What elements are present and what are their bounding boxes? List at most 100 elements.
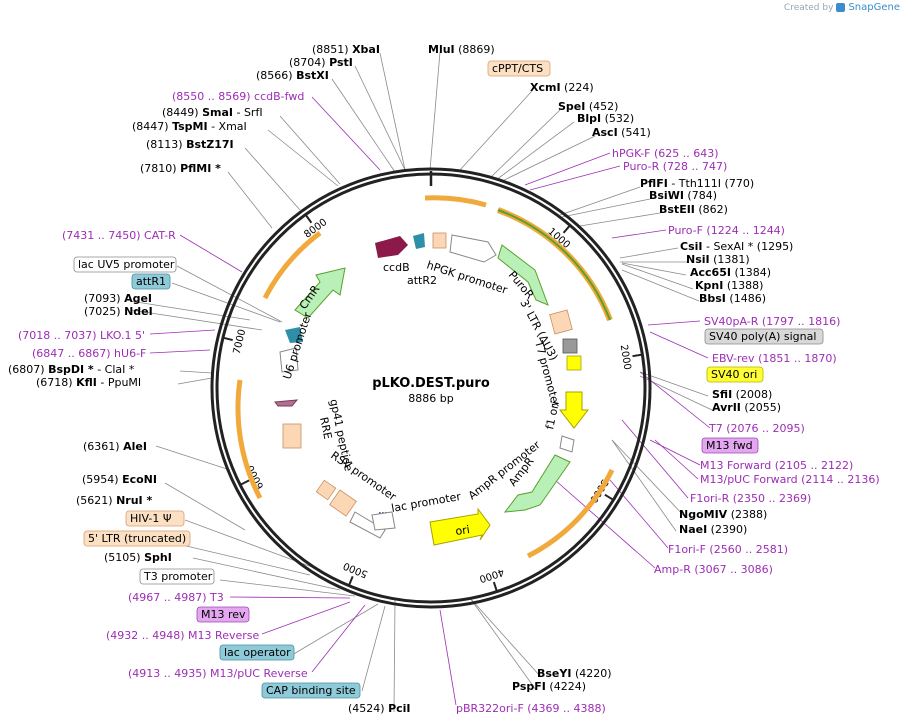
feature-box-label: SV40 ori (711, 368, 757, 381)
enzyme-position: (4224) (546, 680, 586, 693)
label-t7-promoter: T7 promoter (532, 338, 563, 409)
enzyme-position: (7810) (140, 162, 180, 175)
enzyme-name: PciI (388, 702, 410, 715)
enzyme-position: (532) (601, 112, 634, 125)
feature-box-bg (73, 256, 177, 273)
enzyme-site: (6718) KflI - PpuMI (36, 376, 141, 389)
enzyme-site: (8851) XbaI (312, 43, 380, 56)
enzyme-position: - Tth111I (770) (668, 177, 754, 190)
primer-label: F1ori-F (2560 .. 2581) (668, 543, 788, 556)
enzyme-position: - PpuMI (97, 376, 141, 389)
enzyme-position: (1384) (731, 266, 771, 279)
feature-box: HIV-1 Ψ (125, 510, 185, 527)
enzyme-site: AvrII (2055) (712, 401, 781, 414)
enzyme-position: (8566) (256, 69, 296, 82)
tick-marks (222, 214, 643, 592)
enzyme-name: SphI (144, 551, 172, 564)
primer-label: (7018 .. 7037) LKO.1 5' (18, 329, 145, 342)
enzyme-name: NaeI (679, 523, 707, 536)
feature-box-bg (219, 644, 295, 661)
feature-box: SV40 poly(A) signal (704, 328, 824, 345)
t3-promoter-box (371, 511, 396, 531)
feature-box: lac operator (219, 644, 295, 661)
enzyme-name: AleI (123, 440, 147, 453)
enzyme-name: NsiI (686, 253, 710, 266)
enzyme-position: - ClaI * (94, 363, 135, 376)
enzyme-site: CsiI - SexAI * (1295) (680, 240, 793, 253)
sv40pa-box (562, 338, 578, 354)
enzyme-site: BbsI (1486) (699, 292, 766, 305)
enzyme-name: CsiI (680, 240, 702, 253)
enzyme-name: AscI (592, 126, 618, 139)
f1-ori-arrow (558, 391, 590, 429)
feature-box-bg (487, 60, 551, 77)
enzyme-name: MluI (428, 43, 455, 56)
feature-box: attR1 (131, 273, 171, 290)
primer-leaders (149, 96, 711, 706)
enzyme-position: (8851) (312, 43, 352, 56)
tick-7000 (222, 336, 233, 342)
enzyme-site: (7025) NdeI (84, 305, 153, 318)
feature-box-label: T3 promoter (143, 570, 213, 583)
feature-box: cPPT/CTS (487, 60, 551, 77)
feature-box: M13 fwd (701, 437, 759, 454)
enzyme-labels: (8851) XbaI(8704) PstI(8566) BstXI(8449)… (8, 43, 793, 715)
enzyme-position: (6718) (36, 376, 76, 389)
enzyme-site: (4524) PciI (348, 702, 411, 715)
arc-left-upper (262, 230, 322, 300)
enzyme-name: BstEII (659, 203, 695, 216)
arc-ampr-outer (526, 468, 615, 559)
label-rre: RRE (317, 416, 334, 441)
enzyme-position: - SexAI * (1295) (702, 240, 793, 253)
feature-box-bg (83, 530, 191, 547)
tick-4000 (492, 581, 498, 592)
hpgk-promoter-arrow (449, 234, 497, 263)
enzyme-name: PflMI * (180, 162, 221, 175)
cppt-box (432, 232, 447, 249)
enzyme-name: BbsI (699, 292, 726, 305)
enzyme-site: SfiI (2008) (712, 388, 772, 401)
enzyme-name: BspDI * (48, 363, 94, 376)
enzyme-position: (452) (585, 100, 618, 113)
primer-label: Puro-F (1224 .. 1244) (668, 224, 785, 237)
tick-5000 (347, 575, 354, 586)
primer-label: (4913 .. 4935) M13/pUC Reverse (128, 667, 308, 680)
enzyme-position: (6361) (83, 440, 123, 453)
enzyme-site: (5954) EcoNI (82, 473, 157, 486)
enzyme-name: PspFI (512, 680, 546, 693)
rsv-box (329, 489, 357, 517)
enzyme-position: (1388) (723, 279, 763, 292)
enzyme-position: (541) (618, 126, 651, 139)
tick-1000 (562, 224, 571, 234)
enzyme-site: BsiWI (784) (649, 189, 717, 202)
attR1-arrow (285, 327, 303, 343)
enzyme-name: PstI (329, 56, 353, 69)
gp41-peptide-arrow (274, 399, 299, 407)
enzyme-position: (7093) (84, 292, 124, 305)
arc-feature-top (424, 195, 487, 208)
tick-3000 (604, 493, 614, 501)
enzyme-position: (2055) (741, 401, 781, 414)
enzyme-name: NgoMIV (679, 508, 728, 521)
feature-box: SV40 ori (706, 366, 764, 383)
u6-promoter-arrow (279, 347, 299, 373)
enzyme-name: PflFI (640, 177, 668, 190)
enzyme-site: (6807) BspDI * - ClaI * (8, 363, 135, 376)
primer-label: Amp-R (3067 .. 3086) (654, 563, 773, 576)
enzyme-position: (7025) (84, 305, 124, 318)
label-ccdB: ccdB (383, 261, 410, 274)
sv40ori-box (566, 355, 582, 371)
enzyme-position: (5621) (76, 494, 116, 507)
enzyme-site: NgoMIV (2388) (679, 508, 767, 521)
feature-box: 5' LTR (truncated) (83, 530, 191, 547)
enzyme-name: BseYI (537, 667, 571, 680)
enzyme-site: KpnI (1388) (695, 279, 763, 292)
enzyme-site: BseYI (4220) (537, 667, 612, 680)
enzyme-name: XbaI (352, 43, 380, 56)
snapgene-credit: Created by SnapGene (784, 2, 900, 13)
puror-arrow (497, 244, 549, 306)
feature-box-bg (196, 606, 250, 623)
feature-box-bg (131, 273, 171, 290)
ampr-arrow (503, 454, 571, 513)
